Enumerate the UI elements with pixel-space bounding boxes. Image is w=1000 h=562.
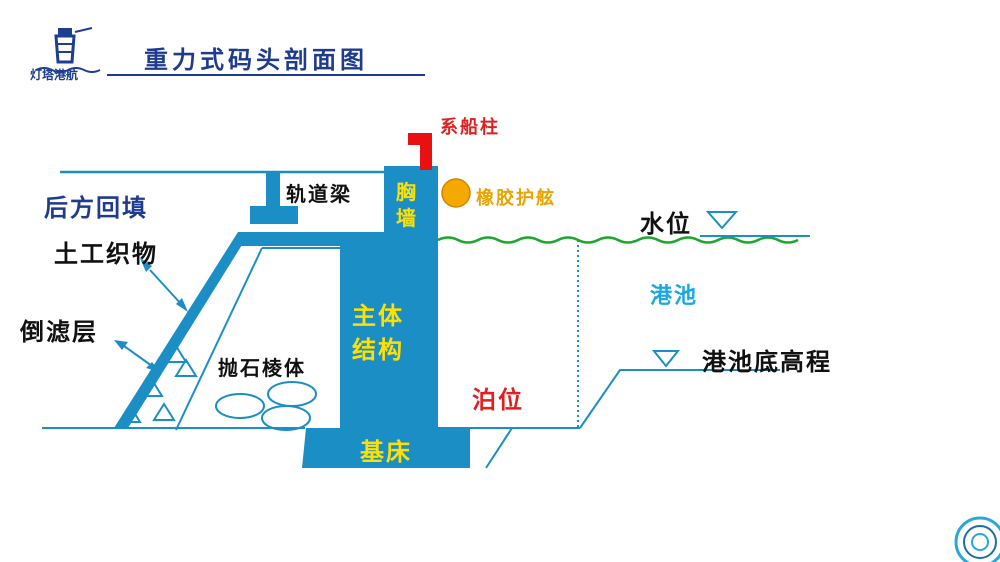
rubble-stone [261,405,311,431]
foundation-bed [302,428,470,468]
circular-swirl-icon [954,516,1000,562]
page-title: 重力式码头剖面图 [144,46,368,74]
geotextile-arrowhead-icon [176,298,188,312]
basin-slope [579,369,780,429]
rail-beam-label: 轨道梁 [286,182,352,206]
basin-bottom-elevation-label: 港池底高程 [702,348,832,376]
backfill-label: 后方回填 [44,194,148,222]
rail-beam-stem [266,172,280,208]
filter-triangle [164,344,188,363]
water-level-marker-icon [705,211,739,230]
geotextile-arrow [149,269,183,306]
bollard-label: 系船柱 [440,117,500,138]
main-structure-label-1: 主体 [352,302,404,330]
filter-arrow [123,345,153,367]
rubble-prism-slope [175,247,263,431]
rubble-prism-label: 抛石棱体 [218,356,306,380]
foundation-bed-label: 基床 [360,438,412,466]
breast-wall-label-2: 墙 [396,206,418,230]
water-level-label: 水位 [640,210,692,238]
main-structure-label-2: 结构 [352,336,404,364]
bollard-icon [408,133,432,170]
basin-bottom-marker-icon [651,350,681,368]
geotextile-layer [114,232,250,428]
filter-arrowhead-icon [114,340,128,350]
filter-triangle [118,404,142,423]
filter-arrowhead-icon [146,362,160,372]
water-surface [437,236,799,244]
filter-layer-label: 倒滤层 [20,318,98,346]
geotextile-arrowhead-icon [140,258,152,272]
breast-wall-label-1: 胸 [396,180,418,204]
filter-triangle [152,402,176,421]
geotextile-label: 土工织物 [54,240,158,268]
filter-triangle [174,358,198,377]
breast-wall [384,166,438,246]
lighthouse-icon [35,27,101,73]
rubble-stone [215,393,265,419]
fender-label: 橡胶护舷 [476,188,556,209]
filter-triangle [140,378,164,397]
main-structure [340,246,438,430]
harbor-basin-label: 港池 [650,284,699,309]
logo-text: 灯塔港航 [30,68,79,82]
fender-icon [441,178,471,208]
backfill-step [238,232,384,246]
rail-beam-base [250,206,298,224]
rubble-stone [267,381,317,407]
title-underline [107,74,425,76]
berth-label: 泊位 [472,386,524,414]
